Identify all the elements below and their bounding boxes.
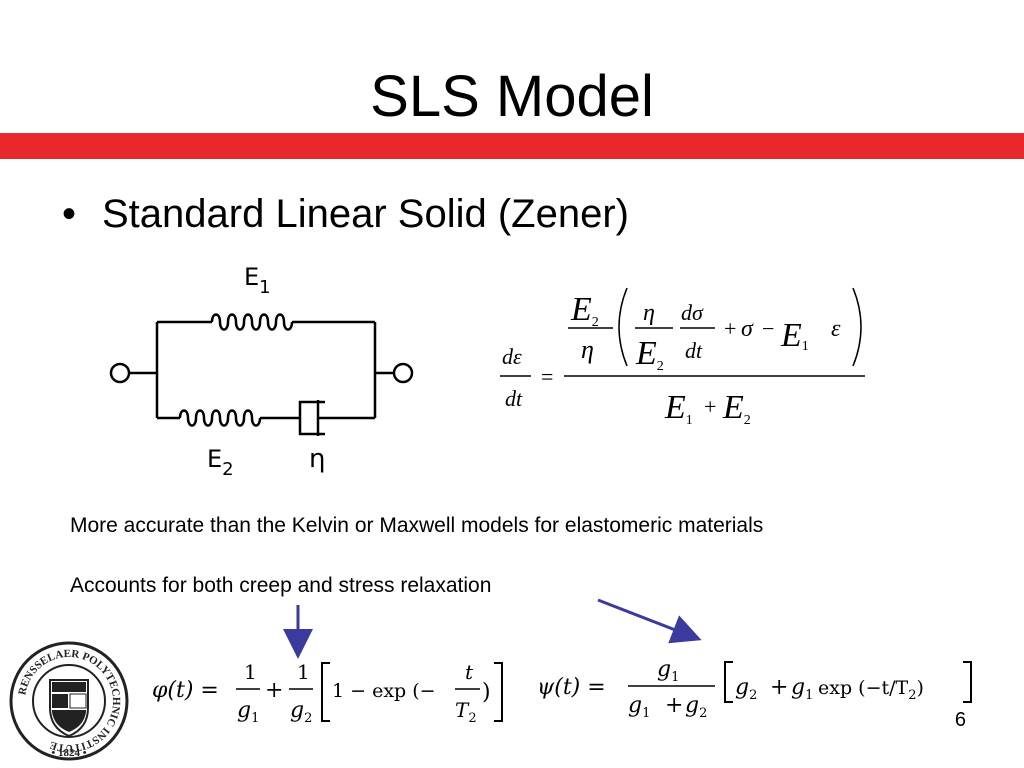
bullet-text: Standard Linear Solid (Zener) — [102, 192, 629, 236]
label-e2: E2 — [207, 445, 234, 480]
svg-text:g1: g1 — [628, 693, 650, 721]
svg-text:g2: g2 — [290, 698, 312, 726]
sls-equation: dε dt = E2 η η E2 dσ dt + σ − E1 ε E1 + … — [500, 287, 865, 428]
svg-text:1: 1 — [244, 660, 257, 684]
num-e2: E2 — [570, 291, 599, 330]
label-e1: E1 — [244, 263, 271, 298]
bullet-item: • Standard Linear Solid (Zener) — [62, 190, 629, 238]
spring-top — [210, 313, 294, 331]
den-eta: η — [581, 335, 594, 364]
svg-text:1: 1 — [297, 660, 310, 684]
svg-text:+: + — [770, 675, 788, 700]
page-number: 6 — [954, 709, 966, 731]
svg-text:g2: g2 — [735, 675, 757, 703]
note-accuracy: More accurate than the Kelvin or Maxwell… — [70, 514, 764, 537]
title-accent-bar — [0, 133, 1024, 159]
phi-bracket-text: 1 − exp (− — [332, 680, 436, 702]
sls-model-diagram: E1 E2 η — [109, 263, 414, 480]
svg-text:+: + — [665, 693, 683, 718]
psi-equation: ψ(t) = g1 g1 + g2 g2 + g1 exp (−t/T2) — [537, 657, 972, 721]
epsilon: ε — [831, 316, 841, 342]
logo-year: • 1824 • — [51, 747, 86, 759]
inner-e2: E2 — [635, 335, 664, 374]
dt: dt — [685, 338, 703, 363]
arrow-to-psi — [597, 598, 702, 644]
inner-eta: η — [643, 300, 655, 326]
svg-text:+: + — [704, 394, 716, 419]
svg-text:g1: g1 — [657, 657, 679, 685]
sigma: σ — [741, 316, 754, 342]
svg-text:): ) — [482, 680, 491, 705]
label-eta: η — [309, 444, 325, 474]
svg-text:g2: g2 — [685, 693, 707, 721]
rensselaer-seal-logo: RENSSELAER POLYTECHNIC INSTITUTE • 1824 … — [9, 641, 129, 761]
psi-lhs: ψ(t) = — [537, 675, 606, 700]
lhs-numerator: dε — [502, 344, 522, 369]
svg-text:g1: g1 — [237, 698, 259, 726]
svg-text:T2: T2 — [455, 698, 477, 726]
dashpot — [298, 400, 325, 436]
spring-bottom — [178, 409, 262, 427]
dsigma: dσ — [681, 300, 704, 325]
psi-bracket-text: exp (−t/T2) — [818, 677, 924, 703]
lhs-denominator: dt — [505, 386, 523, 411]
den-e1: E1 — [664, 389, 693, 428]
e1: E1 — [780, 317, 809, 354]
svg-text:+: + — [265, 678, 283, 703]
bullet-dot: • — [62, 192, 77, 236]
den-e2: E2 — [722, 389, 751, 428]
svg-text:−: − — [762, 316, 774, 341]
slide-title: SLS Model — [370, 64, 654, 129]
svg-text:+: + — [724, 316, 736, 341]
note-creep-relaxation: Accounts for both creep and stress relax… — [70, 574, 492, 597]
phi-lhs: φ(t) = — [152, 678, 219, 703]
svg-text:t: t — [465, 660, 474, 684]
svg-text:g1: g1 — [791, 675, 813, 703]
phi-equation: φ(t) = 1 g1 + 1 g2 1 − exp (− t T2 ) — [152, 660, 503, 726]
equals-sign: = — [541, 364, 553, 389]
